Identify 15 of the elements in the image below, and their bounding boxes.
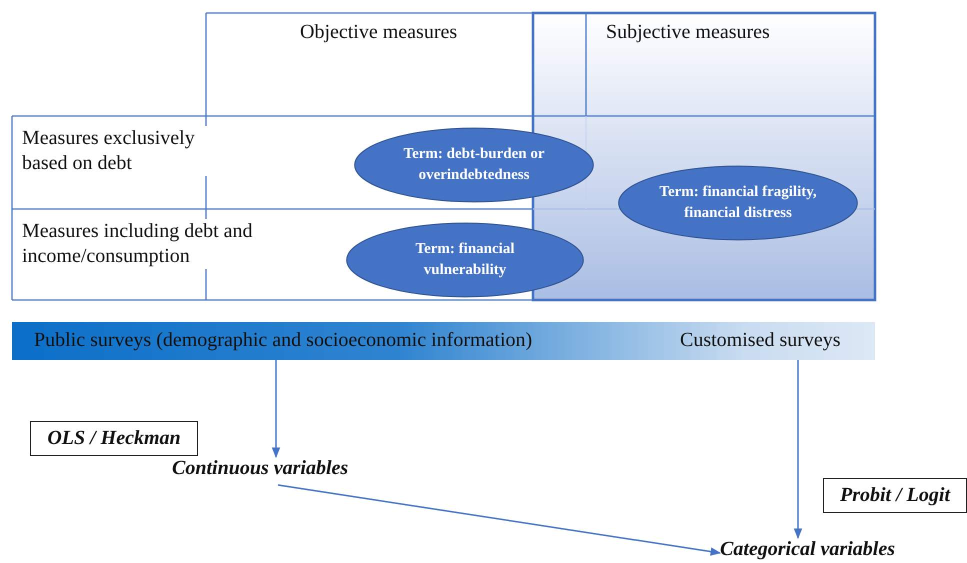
method-box: Probit / Logit <box>823 478 967 513</box>
term-ellipse: Term: financial vulnerability <box>345 222 585 298</box>
arrow <box>278 484 722 556</box>
column-header: Objective measures <box>300 20 458 45</box>
survey-gradient-bar <box>12 322 875 360</box>
arrow <box>272 360 280 458</box>
column-header: Subjective measures <box>606 20 770 45</box>
survey-label: Public surveys (demographic and socioeconomic information) <box>34 329 532 352</box>
term-ellipse: Term: debt-burden or overindebtedness <box>353 127 595 203</box>
term-ellipse: Term: financial fragility, financial distress <box>617 165 859 241</box>
method-box: OLS / Heckman <box>30 421 198 456</box>
variable-type-text: Continuous variables <box>172 457 382 485</box>
variable-type-text: Categorical variables <box>720 538 932 563</box>
survey-label: Customised surveys <box>680 329 841 352</box>
arrow <box>794 360 802 540</box>
